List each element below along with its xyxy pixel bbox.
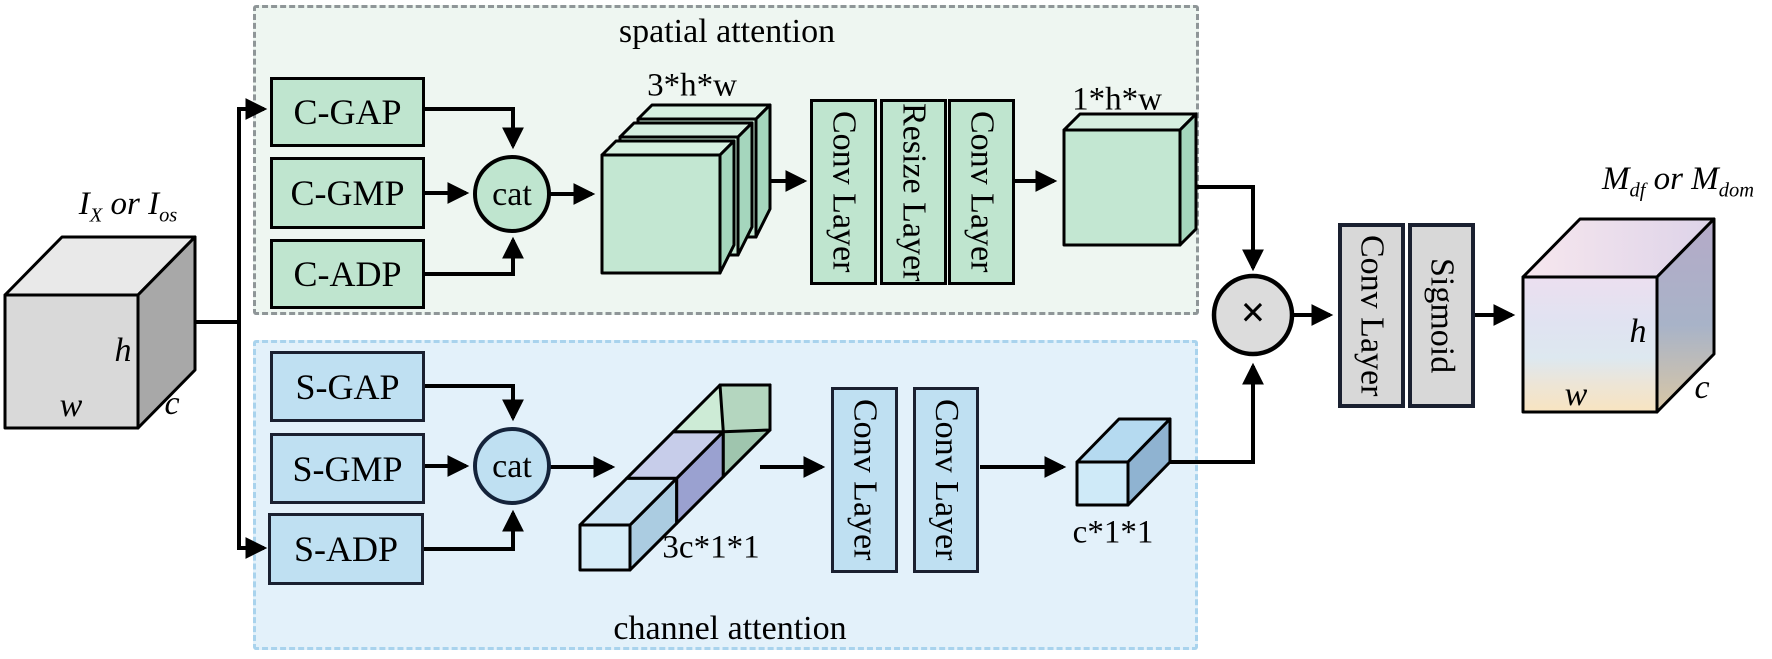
spatial-output-slab-1hw	[1062, 112, 1198, 247]
cadp-to-cat	[423, 236, 524, 276]
channel-concat-label: cat	[492, 448, 532, 485]
spatial-concat-label: cat	[492, 176, 532, 213]
multiply-symbol: ×	[1240, 288, 1266, 337]
input-cube	[3, 235, 197, 430]
output-cube-height-label: h	[1629, 313, 1647, 350]
bar-dimension-label: 3c*1*1	[662, 529, 760, 566]
spatial-output-dimension-label: 1*h*w	[1072, 81, 1162, 118]
bar-front-face	[578, 523, 632, 572]
channel-conv-layer-1: Conv Layer	[831, 387, 898, 573]
spatial-concat-circle	[473, 155, 551, 233]
output-cube-channels-label: c	[1694, 369, 1710, 406]
channel-conv-layer-2: Conv Layer	[913, 387, 979, 573]
channel-concat-circle	[473, 427, 551, 505]
output-cube-front	[1521, 275, 1659, 414]
output-cube	[1521, 217, 1716, 414]
input-cube-height-label: h	[114, 332, 132, 369]
feature-stack-3hw	[600, 103, 772, 275]
spatial-resize-layer: Resize Layer	[880, 99, 947, 285]
stack-slab-front	[600, 139, 736, 275]
pool-box-c-gap: C-GAP	[270, 77, 425, 147]
channel-bar-3c11	[578, 383, 772, 572]
channel-output-box-c11	[1075, 417, 1172, 507]
pool-box-s-gap: S-GAP	[270, 351, 425, 422]
multiply-circle	[1211, 273, 1295, 357]
output-cube-width-label: w	[1564, 376, 1588, 413]
pool-box-c-adp: C-ADP	[270, 239, 425, 309]
channel-output-dimension-label: c*1*1	[1072, 514, 1154, 551]
cbox-to-multiply	[1170, 362, 1264, 464]
pool-box-c-gmp: C-GMP	[270, 157, 425, 229]
fusion-sigmoid-layer: Sigmoid	[1408, 223, 1475, 408]
fusion-conv-layer: Conv Layer	[1338, 223, 1405, 408]
slab-to-multiply	[1180, 185, 1264, 272]
pool-box-s-gmp: S-GMP	[270, 433, 425, 504]
stack-dimension-label: 3*h*w	[647, 67, 737, 104]
cgap-to-cat	[423, 107, 524, 150]
spatial-attention-title: spatial attention	[618, 13, 836, 50]
sgap-to-cat	[423, 384, 524, 422]
input-cube-channels-label: c	[164, 385, 180, 422]
input-cube-width-label: w	[59, 387, 83, 424]
sadp-to-cat	[422, 509, 524, 551]
bar-end-face	[718, 383, 772, 434]
input-cube-front	[3, 293, 140, 430]
input-cube-label: IX or Ios	[78, 185, 178, 227]
flow-lines	[186, 98, 1516, 559]
output-cube-label: Mdf or Mdom	[1602, 160, 1754, 202]
pool-box-s-adp: S-ADP	[268, 513, 424, 585]
spatial-conv-layer-2: Conv Layer	[948, 99, 1015, 285]
channel-attention-title: channel attention	[613, 610, 847, 647]
spatial-conv-layer-1: Conv Layer	[810, 99, 877, 285]
